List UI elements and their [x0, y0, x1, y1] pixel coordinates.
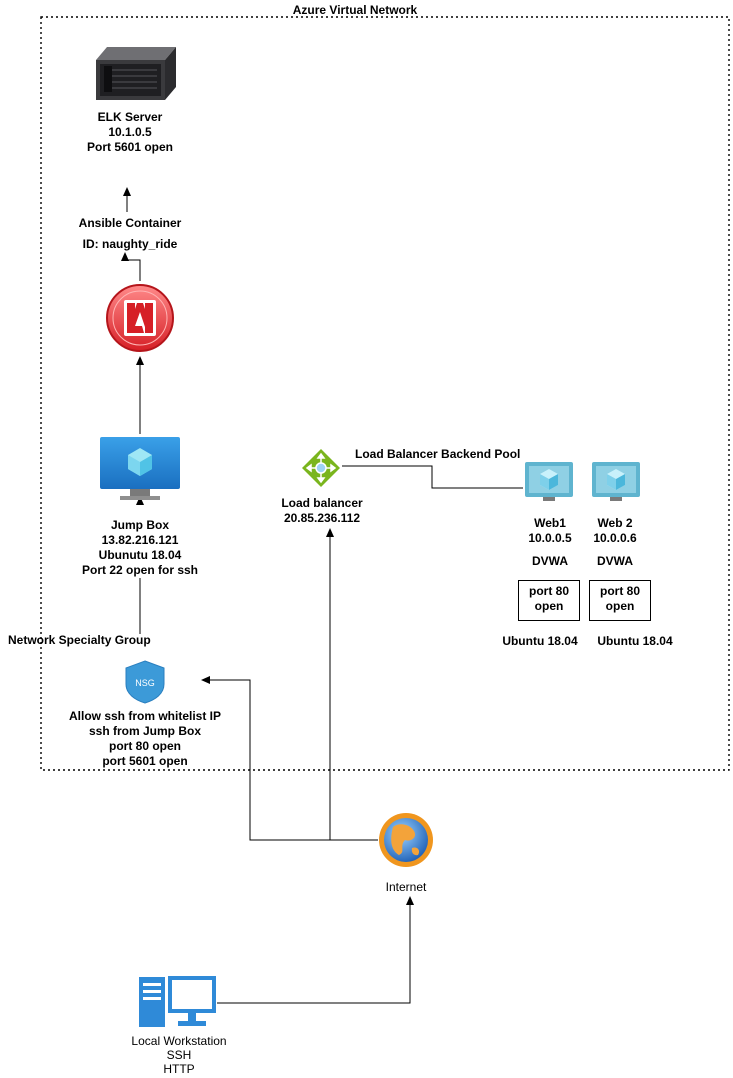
web1-os: Ubuntu 18.04: [502, 634, 578, 648]
connectors: [121, 187, 523, 1004]
web1-port-line1: port 80: [528, 584, 569, 598]
jumpbox-label: Jump Box 13.82.216.121 Ubunutu 18.04 Por…: [60, 518, 220, 578]
nsg-rule: Allow ssh from whitelist IP: [68, 709, 222, 723]
nsg-group-label: Network Specialty Group: [8, 633, 151, 647]
web2-port-box: port 80 open: [589, 580, 651, 621]
nsg-rule: ssh from Jump Box: [88, 724, 202, 738]
web1-ip: 10.0.0.5: [528, 531, 572, 545]
backend-pool-label: Load Balancer Backend Pool: [355, 447, 521, 461]
elk-name: ELK Server: [97, 110, 163, 124]
jumpbox-os: Ubunutu 18.04: [98, 548, 182, 562]
web1-label: Web1 10.0.0.5: [515, 516, 585, 546]
elk-server-label: ELK Server 10.1.0.5 Port 5601 open: [60, 110, 200, 155]
virtual-machine-icon: [592, 462, 640, 501]
virtual-machine-icon: [525, 462, 573, 501]
vnet-boundary: [40, 16, 730, 771]
loadbalancer-ip: 20.85.236.112: [283, 511, 361, 525]
workstation-icon: [139, 976, 216, 1027]
loadbalancer-name: Load balancer: [281, 496, 363, 510]
nsg-rule: port 5601 open: [102, 754, 188, 768]
jumpbox-ip: 13.82.216.121: [101, 533, 179, 547]
workstation-proto-ssh: SSH: [166, 1048, 192, 1062]
nsg-rule: port 80 open: [108, 739, 181, 753]
ansible-name: Ansible Container: [78, 216, 182, 230]
elk-port: Port 5601 open: [86, 140, 174, 154]
loadbalancer-label: Load balancer 20.85.236.112: [262, 496, 382, 526]
web2-app: DVWA: [597, 554, 633, 568]
vnet-title: Azure Virtual Network: [292, 3, 418, 17]
web2-port-line2: open: [605, 599, 635, 613]
ansible-label: Ansible Container ID: naughty_ride: [55, 213, 205, 255]
web1-name: Web1: [534, 516, 566, 530]
workstation-proto-http: HTTP: [163, 1062, 195, 1076]
web2-ip: 10.0.0.6: [593, 531, 637, 545]
web1-port-line2: open: [534, 599, 564, 613]
workstation-name: Local Workstation: [131, 1034, 227, 1048]
web1-port-box: port 80 open: [518, 580, 580, 621]
ansible-icon: [106, 284, 174, 352]
internet-label: Internet: [385, 880, 427, 894]
nsg-rules: Allow ssh from whitelist IP ssh from Jum…: [55, 709, 235, 769]
load-balancer-icon: [302, 449, 340, 487]
jumpbox-name: Jump Box: [110, 518, 169, 532]
web1-app: DVWA: [532, 554, 568, 568]
web2-port-line1: port 80: [599, 584, 640, 598]
web2-os: Ubuntu 18.04: [597, 634, 673, 648]
globe-icon: [379, 813, 433, 867]
nsg-icon-text: NSG: [135, 678, 155, 688]
jumpbox-port: Port 22 open for ssh: [81, 563, 199, 577]
elk-ip: 10.1.0.5: [108, 125, 152, 139]
ansible-id: ID: naughty_ride: [82, 237, 178, 251]
web2-label: Web 2 10.0.0.6: [580, 516, 650, 546]
server-icon: [96, 47, 176, 100]
nsg-shield-icon: NSG: [125, 660, 165, 704]
web2-name: Web 2: [597, 516, 633, 530]
workstation-label: Local Workstation SSH HTTP: [109, 1034, 249, 1076]
virtual-machine-icon: [100, 437, 180, 500]
